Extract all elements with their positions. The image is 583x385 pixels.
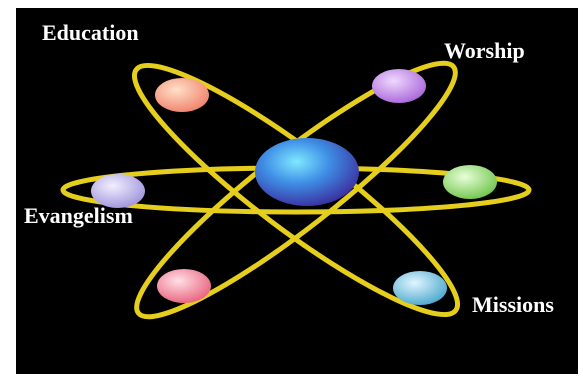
electron-education <box>155 78 209 112</box>
electron-green <box>443 165 497 199</box>
electron-missions <box>393 271 447 305</box>
label-education: Education <box>42 22 139 44</box>
electron-worship <box>372 69 426 103</box>
atom-diagram: Education Worship Evangelism Missions <box>16 8 578 374</box>
nucleus <box>255 138 359 206</box>
label-worship: Worship <box>444 40 525 62</box>
electron-pink <box>157 269 211 303</box>
label-missions: Missions <box>472 294 554 316</box>
label-evangelism: Evangelism <box>24 205 133 227</box>
